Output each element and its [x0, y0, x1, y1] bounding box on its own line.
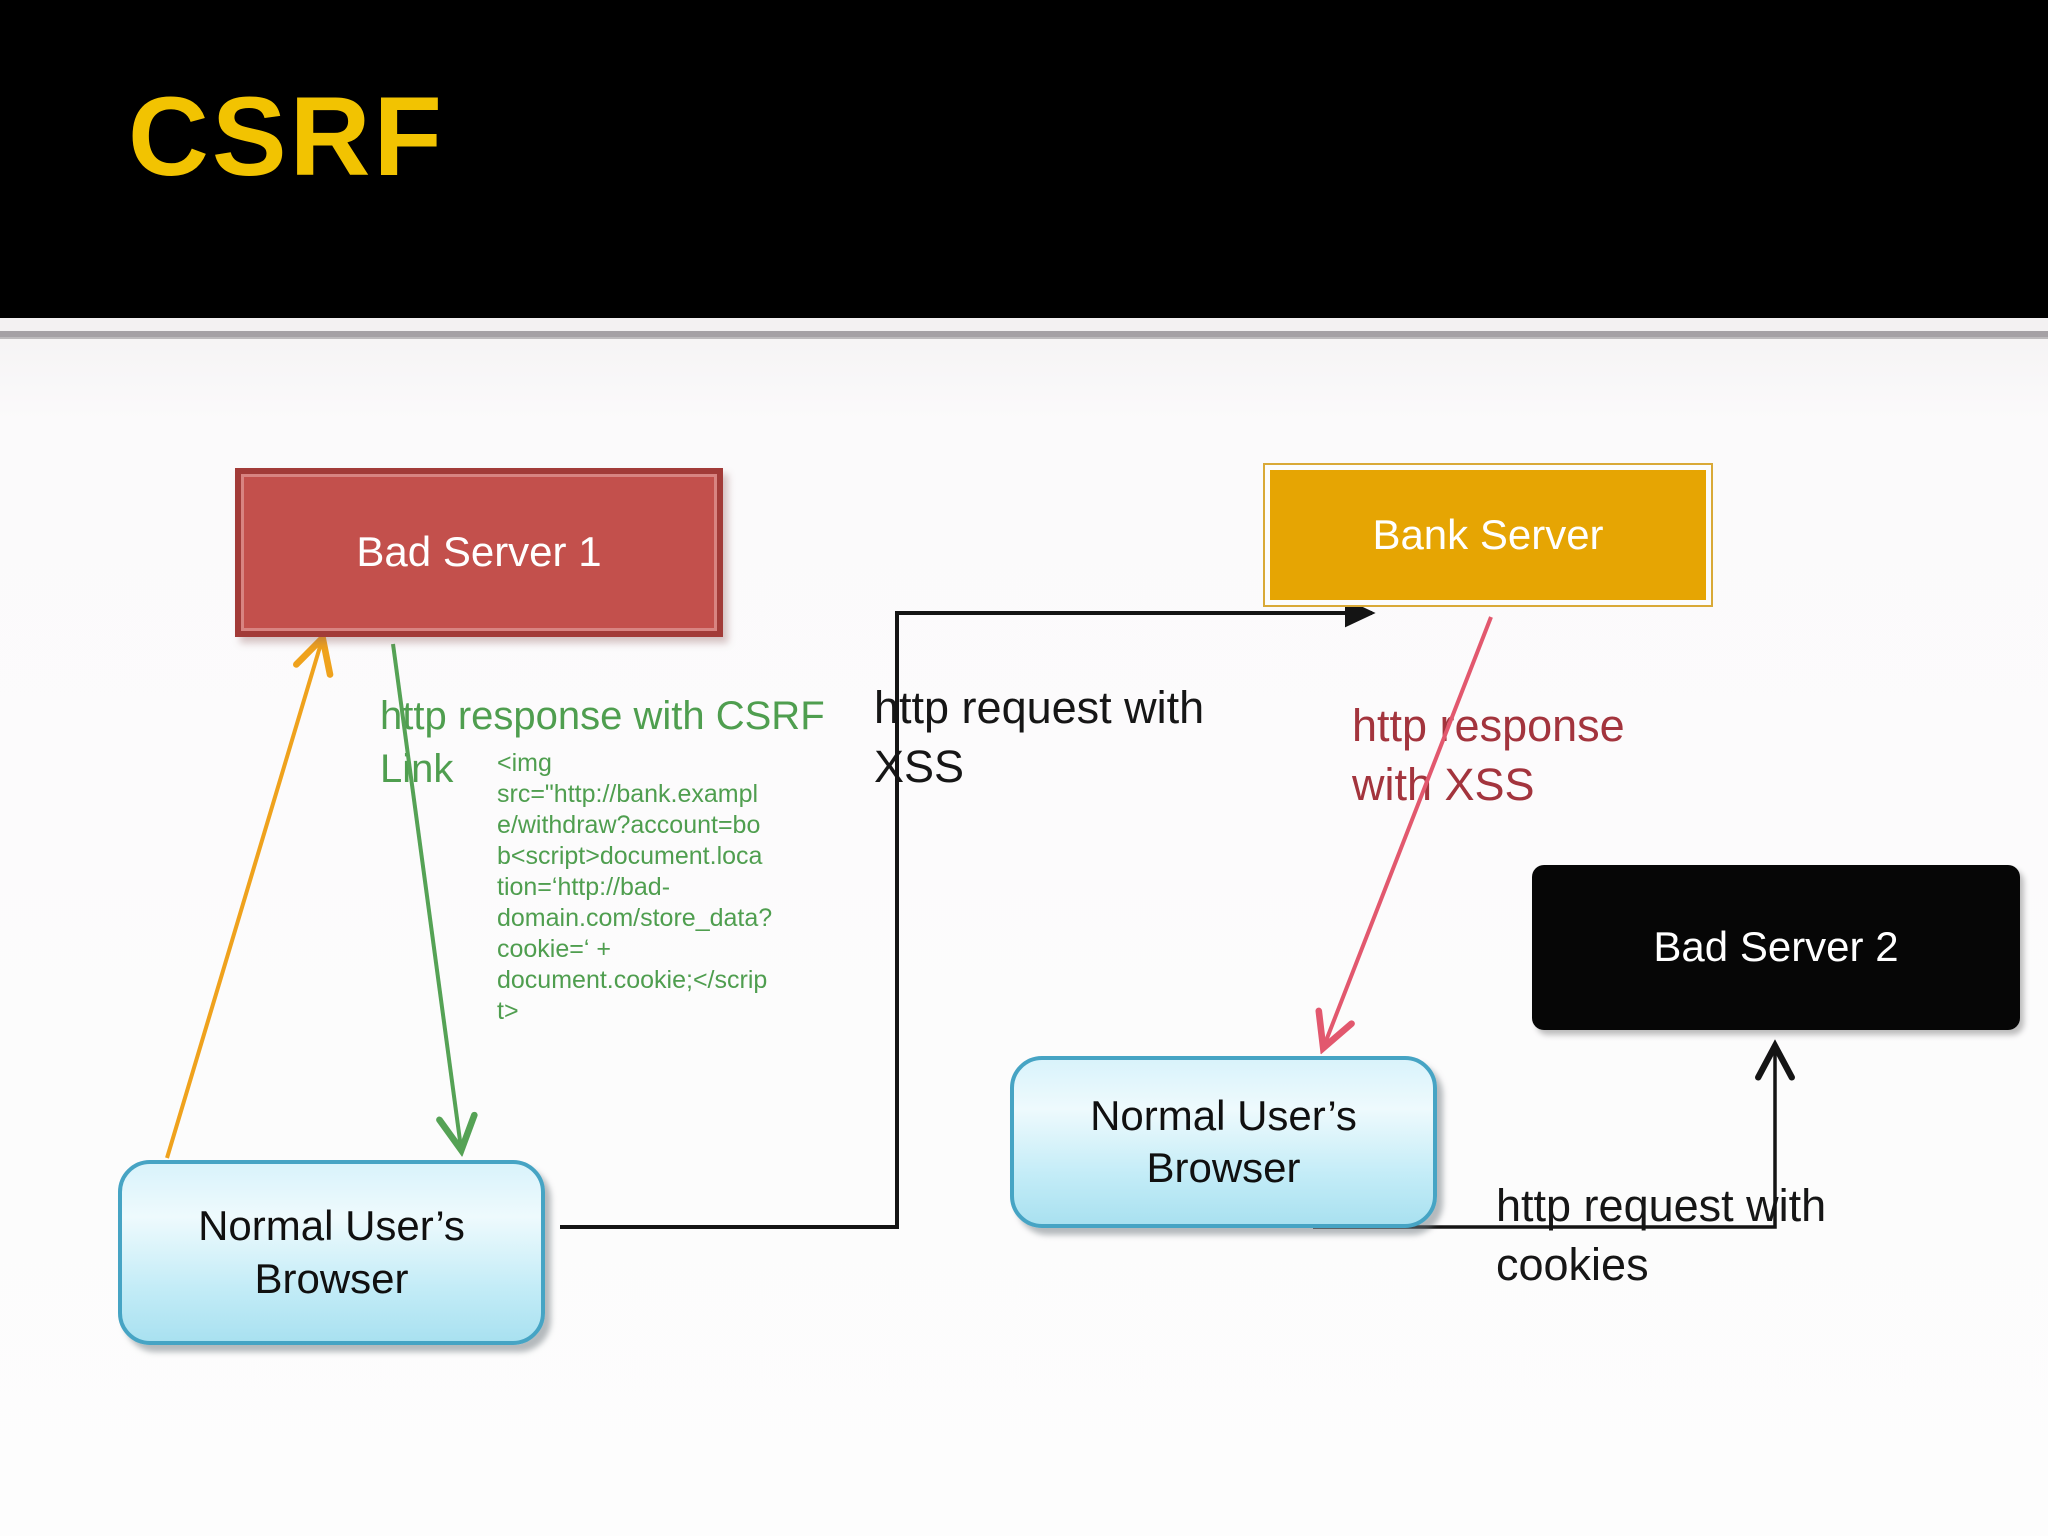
label-http-response-with-csrf-link: http response with CSRF Link: [380, 694, 825, 791]
node-bad-server-1: Bad Server 1: [235, 468, 723, 637]
node-normal-users-browser-left: Normal User’s Browser: [118, 1160, 545, 1345]
arrow-browser-to-bad-server-1: [165, 640, 322, 1159]
arrow-browser-to-bad-server-2: [1313, 1048, 1775, 1229]
bad-server-1-label: Bad Server 1: [356, 528, 602, 576]
arrow-bad-server-1-to-browser: [391, 643, 461, 1148]
node-normal-users-browser-right: Normal User’s Browser: [1010, 1056, 1437, 1228]
browser-left-label: Normal User’s Browser: [198, 1202, 465, 1302]
label-http-response-with-xss: http response with XSS: [1352, 700, 1625, 811]
browser-right-label: Normal User’s Browser: [1090, 1091, 1357, 1192]
label-http-request-with-cookies: http request with cookies: [1496, 1180, 1827, 1291]
bank-server-label: Bank Server: [1372, 510, 1604, 558]
slide-title: CSRF: [128, 74, 445, 199]
node-bad-server-2: Bad Server 2: [1532, 865, 2020, 1030]
header-separator-line: [0, 331, 2048, 337]
arrow-browser-to-bank-server: [560, 598, 1376, 1229]
header-separator-strip: [0, 318, 2048, 331]
label-csrf-exploit-code: <img src="http://bank.exampl e/withdraw?…: [497, 749, 773, 1025]
slide-header: CSRF: [0, 0, 2048, 318]
bad-server-2-label: Bad Server 2: [1653, 923, 1899, 971]
label-http-request-with-xss: http request with XSS: [874, 682, 1205, 793]
node-bank-server: Bank Server: [1263, 463, 1713, 607]
arrow-bank-server-to-browser: [1324, 616, 1493, 1046]
